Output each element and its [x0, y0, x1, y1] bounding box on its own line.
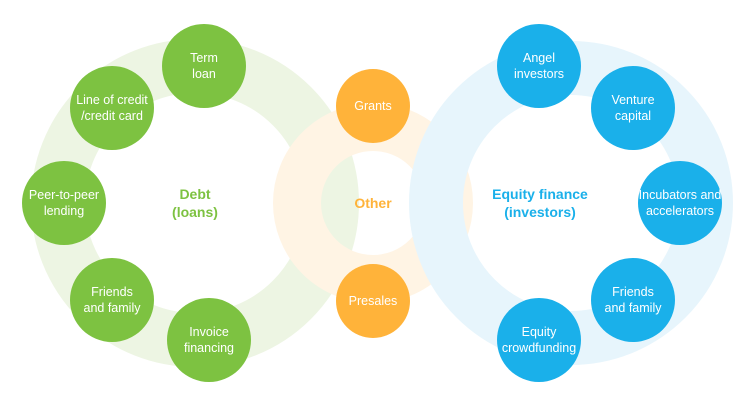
- debt-bubble-invoice-financing: Invoice financing: [167, 298, 251, 382]
- debt-bubble-term-loan: Term loan: [162, 24, 246, 108]
- label-line: Peer-to-peer: [29, 188, 99, 202]
- equity-bubble-circle: [497, 24, 581, 108]
- equity-bubble-label: Friends and family: [605, 285, 663, 315]
- label-line: Friends: [91, 285, 133, 299]
- equity-bubble-circle: [497, 298, 581, 382]
- debt-bubble-peer-to-peer-lending: Peer-to-peer lending: [22, 161, 106, 245]
- debt-bubble-label: Invoice financing: [184, 325, 234, 355]
- equity-bubble-angel-investors: Angel investors: [497, 24, 581, 108]
- debt-bubble-circle: [167, 298, 251, 382]
- equity-bubble-venture-capital: Venture capital: [591, 66, 675, 150]
- label-line: Debt: [179, 186, 210, 202]
- debt-bubble-friends-and-family: Friends and family: [70, 258, 154, 342]
- label-line: /credit card: [81, 109, 143, 123]
- equity-bubble-label: Incubators and accelerators: [639, 188, 722, 218]
- debt-bubble-label: Line of credit/credit card: [76, 93, 148, 123]
- equity-bubble-label: Equity crowdfunding: [502, 325, 576, 355]
- label-line: (investors): [504, 204, 576, 220]
- debt-bubble-circle: [70, 66, 154, 150]
- label-line: loan: [192, 67, 216, 81]
- debt-bubble-label: Friends and family: [84, 285, 142, 315]
- debt-bubble-label: Term loan: [190, 51, 218, 81]
- label-line: Invoice: [189, 325, 229, 339]
- other-bubble-circle: [336, 264, 410, 338]
- other-bubble-label: Presales: [349, 294, 398, 308]
- other-bubble-label: Grants: [354, 99, 392, 113]
- other-bubble-grants: Grants: [336, 69, 410, 143]
- label-line: Friends: [612, 285, 654, 299]
- debt-bubble-circle: [162, 24, 246, 108]
- label-line: Incubators and: [639, 188, 722, 202]
- label-line: Venture: [611, 93, 654, 107]
- debt-group-title: Debt (loans): [172, 186, 218, 220]
- debt-bubble-line-of-credit-credit-card: Line of credit/credit card: [70, 66, 154, 150]
- equity-group-title: Equity finance (investors): [492, 186, 588, 220]
- label-line: financing: [184, 341, 234, 355]
- equity-bubble-equity-crowdfunding: Equity crowdfunding: [497, 298, 581, 382]
- equity-bubble-circle: [638, 161, 722, 245]
- equity-bubble-circle: [591, 66, 675, 150]
- debt-bubble-label: Peer-to-peer lending: [29, 188, 99, 218]
- other-group-title: Other: [354, 195, 392, 211]
- label-line: and family: [605, 301, 663, 315]
- label-line: Line of credit: [76, 93, 148, 107]
- equity-bubble-label: Angel investors: [514, 51, 564, 81]
- equity-bubble-circle: [591, 258, 675, 342]
- label-line: and family: [84, 301, 142, 315]
- other-bubble-presales: Presales: [336, 264, 410, 338]
- debt-bubble-circle: [70, 258, 154, 342]
- label-line: crowdfunding: [502, 341, 576, 355]
- label-line: Equity: [522, 325, 557, 339]
- equity-bubble-label: Venture capital: [611, 93, 654, 123]
- other-bubble-circle: [336, 69, 410, 143]
- label-line: lending: [44, 204, 84, 218]
- equity-bubble-incubators-and-accelerators: Incubators and accelerators: [638, 161, 722, 245]
- label-line: Other: [354, 195, 392, 211]
- label-line: Presales: [349, 294, 398, 308]
- label-line: accelerators: [646, 204, 714, 218]
- label-line: Term: [190, 51, 218, 65]
- label-line: (loans): [172, 204, 218, 220]
- label-line: Angel: [523, 51, 555, 65]
- label-line: capital: [615, 109, 651, 123]
- label-line: investors: [514, 67, 564, 81]
- equity-bubble-friends-and-family: Friends and family: [591, 258, 675, 342]
- debt-bubble-circle: [22, 161, 106, 245]
- label-line: Equity finance: [492, 186, 588, 202]
- label-line: Grants: [354, 99, 392, 113]
